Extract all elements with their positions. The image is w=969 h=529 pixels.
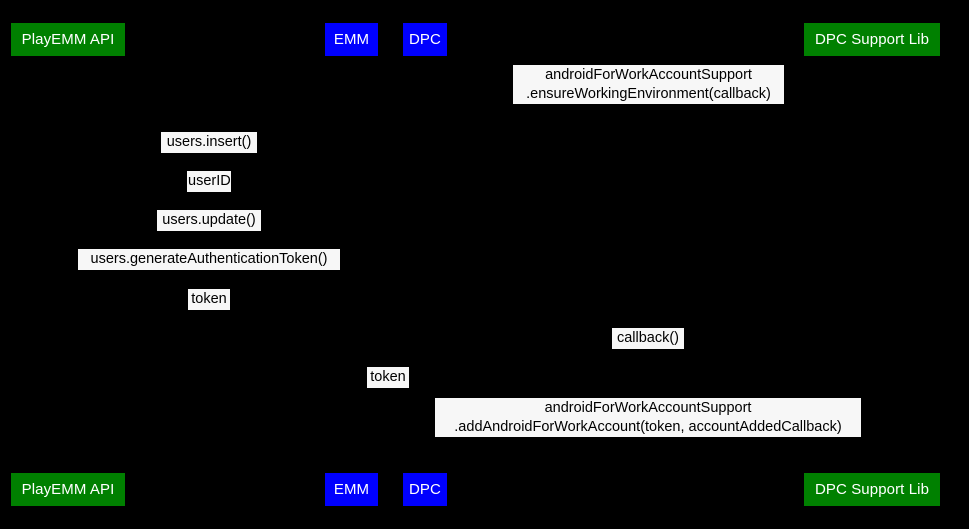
message-label-msg-users-insert: users.insert() (161, 132, 257, 153)
message-label-msg-ensure-working-environment: androidForWorkAccountSupport .ensureWorki… (513, 65, 784, 104)
message-line: androidForWorkAccountSupport (545, 67, 752, 83)
message-label-msg-callback: callback() (612, 328, 684, 349)
participant-playemm-api-top[interactable]: PlayEMM API (11, 23, 125, 56)
message-line: .addAndroidForWorkAccount(token, account… (454, 418, 842, 435)
message-line: users.insert() (166, 134, 252, 150)
message-line: userID (188, 173, 231, 189)
participant-dpc-support-lib-bottom[interactable]: DPC Support Lib (804, 473, 940, 506)
participant-emm-bottom[interactable]: EMM (325, 473, 378, 506)
participant-dpc-bottom[interactable]: DPC (403, 473, 447, 506)
message-label-msg-users-update: users.update() (157, 210, 261, 231)
message-line: token (370, 369, 406, 385)
message-label-msg-token-to-emm: token (188, 289, 230, 310)
participant-emm-top[interactable]: EMM (325, 23, 378, 56)
message-line: users.update() (162, 212, 256, 228)
message-label-msg-add-android-for-work-account: androidForWorkAccountSupport .addAndroidF… (435, 398, 861, 437)
participant-dpc-support-lib-top[interactable]: DPC Support Lib (804, 23, 940, 56)
participant-dpc-top[interactable]: DPC (403, 23, 447, 56)
message-line: callback() (616, 330, 680, 346)
message-line: token (191, 291, 227, 307)
message-label-msg-users-generate-authentication-token: users.generateAuthenticationToken() (78, 249, 340, 270)
message-line: .ensureWorkingEnvironment(callback) (526, 85, 771, 102)
message-label-msg-token-to-dpc: token (367, 367, 409, 388)
message-line: users.generateAuthenticationToken() (90, 251, 328, 267)
participant-playemm-api-bottom[interactable]: PlayEMM API (11, 473, 125, 506)
message-label-msg-userid: userID (187, 171, 231, 192)
message-line: androidForWorkAccountSupport (544, 400, 752, 416)
